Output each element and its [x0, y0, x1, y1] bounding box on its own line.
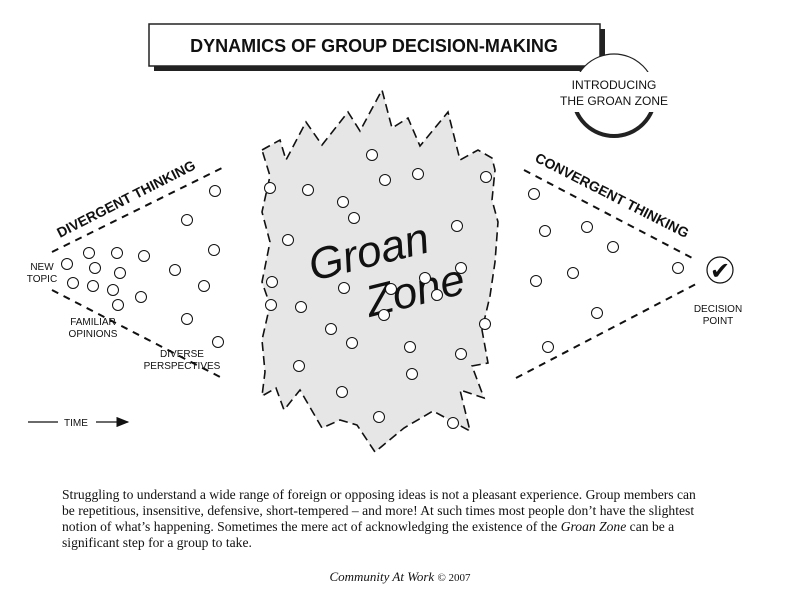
idea-dot — [591, 307, 603, 319]
copyright: © 2007 — [437, 572, 471, 584]
idea-dot — [83, 247, 95, 259]
badge-line-1: INTRODUCING — [572, 78, 657, 92]
idea-dot — [412, 168, 424, 180]
intro-badge: INTRODUCING THE GROAN ZONE — [552, 53, 676, 138]
credit-line: Community At Work © 2007 — [0, 569, 800, 585]
idea-dot — [198, 280, 210, 292]
idea-dot — [366, 149, 378, 161]
groan-zone-region — [261, 87, 499, 454]
idea-dot — [373, 411, 385, 423]
idea-dot — [480, 171, 492, 183]
idea-dot — [209, 185, 221, 197]
time-label: TIME — [64, 418, 88, 429]
idea-dot — [542, 341, 554, 353]
idea-dot — [567, 267, 579, 279]
familiar-opinions-label-1: FAMILIAR — [70, 317, 116, 328]
idea-dot — [672, 262, 684, 274]
idea-dot — [295, 301, 307, 313]
divergent-wedge: DIVERGENT THINKING NEW TOPIC FAMILIAR OP… — [27, 157, 224, 379]
idea-dot — [385, 283, 397, 295]
divergent-heading: DIVERGENT THINKING — [54, 157, 198, 241]
idea-dot — [112, 299, 124, 311]
groan-zone: Groan Zone — [261, 87, 499, 454]
convergent-wedge: CONVERGENT THINKING ✔ DECISION POINT — [515, 149, 742, 379]
idea-dot — [266, 276, 278, 288]
idea-dot — [87, 280, 99, 292]
idea-dot — [135, 291, 147, 303]
caption-text-start: Struggling to understand a wide range of… — [62, 487, 696, 534]
decision-point-label-1: DECISION — [694, 304, 742, 315]
convergent-idea-dots — [528, 188, 684, 353]
convergent-lower-edge — [515, 283, 697, 379]
idea-dot — [528, 188, 540, 200]
idea-dot — [293, 360, 305, 372]
idea-dot — [208, 244, 220, 256]
convergent-upper-edge — [523, 169, 697, 261]
idea-dot — [265, 299, 277, 311]
idea-dot — [325, 323, 337, 335]
idea-dot — [107, 284, 119, 296]
idea-dot — [581, 221, 593, 233]
diagram-title: DYNAMICS OF GROUP DECISION-MAKING — [190, 36, 558, 56]
time-indicator: TIME — [28, 416, 130, 429]
caption-text-end: can be a significant step for a group to… — [62, 519, 675, 550]
idea-dot — [338, 282, 350, 294]
idea-dot — [404, 341, 416, 353]
idea-dot — [447, 417, 459, 429]
familiar-opinions-label-2: OPINIONS — [69, 329, 118, 340]
idea-dot — [181, 313, 193, 325]
divergent-lower-edge — [51, 289, 223, 379]
decision-point-marker — [706, 256, 734, 284]
idea-dot — [282, 234, 294, 246]
new-topic-label-1: NEW — [30, 262, 54, 273]
idea-dot — [406, 368, 418, 380]
idea-dot — [378, 309, 390, 321]
diverse-perspectives-label-2: PERSPECTIVES — [144, 361, 221, 372]
diverse-perspectives-label-1: DIVERSE — [160, 349, 204, 360]
idea-dot — [455, 262, 467, 274]
groan-zone-idea-dots — [264, 149, 492, 429]
idea-dot — [336, 386, 348, 398]
idea-dot — [607, 241, 619, 253]
idea-dot — [264, 182, 276, 194]
idea-dot — [89, 262, 101, 274]
idea-dot — [138, 250, 150, 262]
idea-dot — [169, 264, 181, 276]
caption-emphasis: Groan Zone — [560, 519, 627, 534]
idea-dot — [337, 196, 349, 208]
divergent-upper-edge — [51, 167, 223, 253]
idea-dot — [181, 214, 193, 226]
credit-text: Community At Work — [329, 569, 435, 584]
idea-dot — [346, 337, 358, 349]
convergent-heading: CONVERGENT THINKING — [533, 149, 692, 241]
idea-dot — [431, 289, 443, 301]
idea-dot — [451, 220, 463, 232]
caption-paragraph: Struggling to understand a wide range of… — [62, 487, 702, 551]
idea-dot — [212, 336, 224, 348]
new-topic-label-2: TOPIC — [27, 274, 57, 285]
idea-dot — [379, 174, 391, 186]
decision-point-label-2: POINT — [703, 316, 734, 327]
idea-dot — [302, 184, 314, 196]
idea-dot — [114, 267, 126, 279]
idea-dot — [111, 247, 123, 259]
idea-dot — [455, 348, 467, 360]
badge-line-2: THE GROAN ZONE — [560, 94, 668, 108]
idea-dot — [61, 258, 73, 270]
idea-dot — [539, 225, 551, 237]
idea-dot — [479, 318, 491, 330]
idea-dot — [67, 277, 79, 289]
idea-dot — [530, 275, 542, 287]
title-box: DYNAMICS OF GROUP DECISION-MAKING — [148, 23, 605, 71]
check-icon: ✔ — [710, 258, 730, 285]
divergent-idea-dots — [61, 185, 224, 348]
idea-dot — [419, 272, 431, 284]
idea-dot — [348, 212, 360, 224]
